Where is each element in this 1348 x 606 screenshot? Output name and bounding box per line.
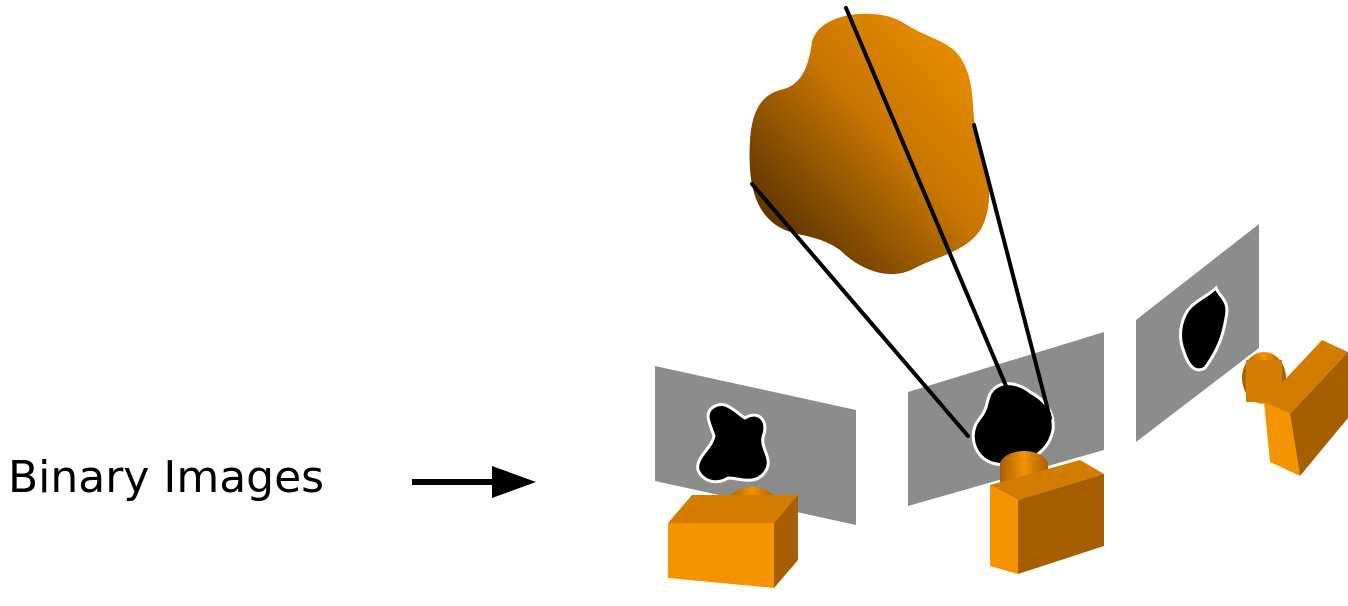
silhouette-icon	[1179, 285, 1229, 372]
arrow-right-icon	[412, 466, 536, 498]
camera-icon	[668, 487, 798, 588]
silhouette-icon	[696, 403, 770, 484]
object-blob-icon	[749, 13, 990, 275]
binary-images-label: Binary Images	[8, 452, 325, 503]
camera-icon	[1242, 340, 1348, 476]
projection-rays	[750, 6, 1052, 438]
camera-icon	[990, 451, 1104, 574]
